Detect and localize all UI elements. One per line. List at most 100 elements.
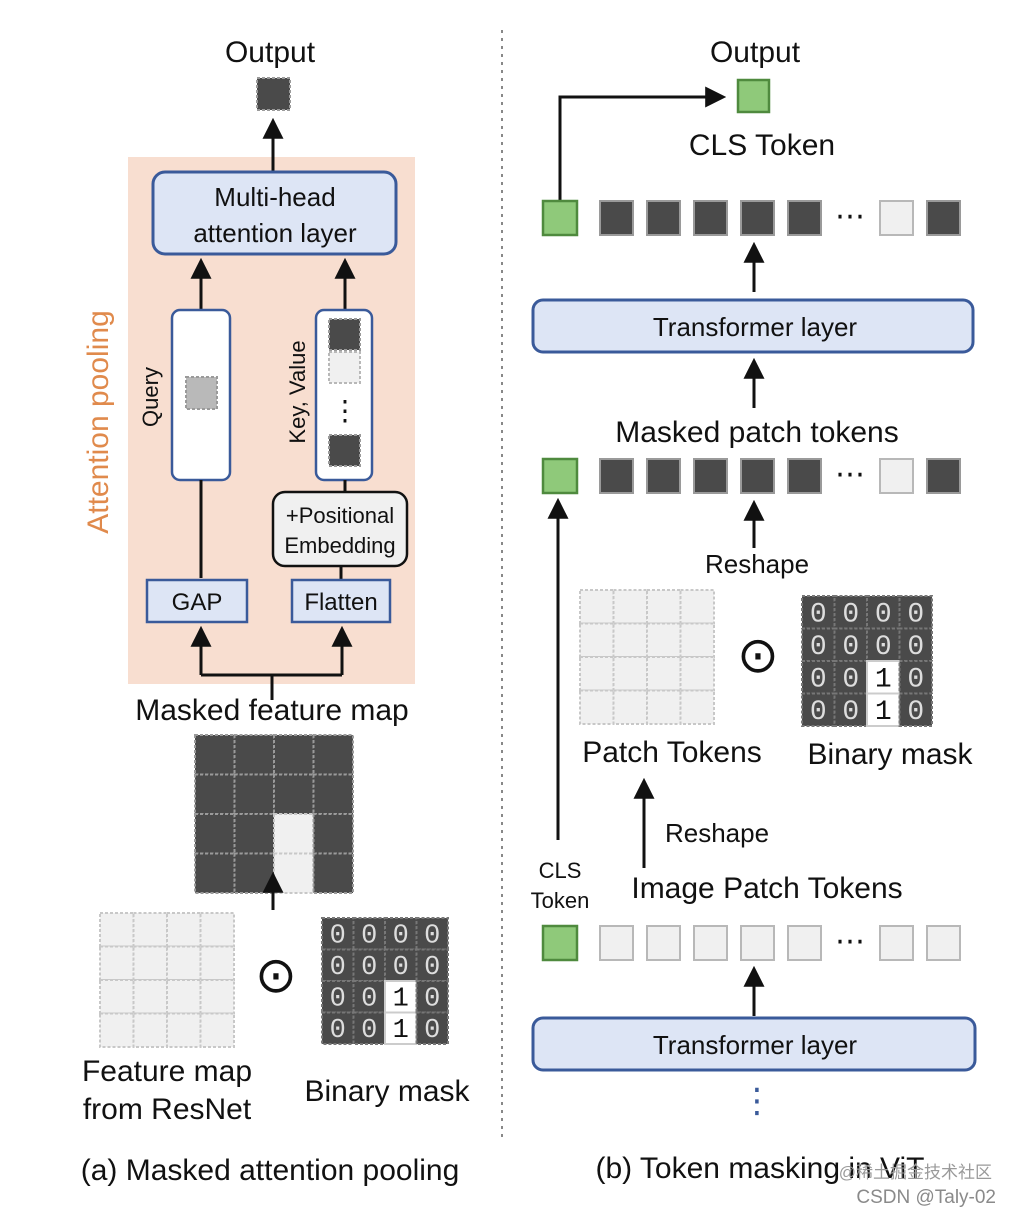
image-row-cls-token xyxy=(541,924,579,962)
grid-cell xyxy=(166,979,202,1015)
mask-value: 0 xyxy=(875,632,892,663)
kv-token-bottom xyxy=(328,434,361,467)
grid-cell xyxy=(199,1012,235,1048)
flatten-label: Flatten xyxy=(304,589,377,616)
masked-feature-map-label: Masked feature map xyxy=(135,694,408,727)
grid-cell xyxy=(99,912,135,948)
mask-value: 0 xyxy=(330,1016,346,1046)
grid-cell xyxy=(273,852,315,894)
token xyxy=(740,458,775,494)
grid-cell xyxy=(166,945,202,981)
grid-cell xyxy=(233,773,275,815)
token xyxy=(693,200,728,236)
mask-cell xyxy=(321,1011,355,1045)
grid-cell xyxy=(194,734,236,776)
grid-cell xyxy=(194,813,236,855)
feature-map-line2: from ResNet xyxy=(83,1093,252,1126)
mask-cell xyxy=(833,692,868,727)
arrow-cls-to-output xyxy=(558,86,727,200)
grid-cell xyxy=(679,656,715,692)
attention-pooling-title: Attention pooling xyxy=(82,310,115,534)
mask-cell xyxy=(321,980,355,1014)
cls-token-line1: CLS xyxy=(539,858,582,883)
top-row-ellipsis: ⋯ xyxy=(835,200,865,233)
grid-cell xyxy=(194,852,236,894)
mask-value: 0 xyxy=(907,664,924,695)
transformer-layer-bottom xyxy=(531,1016,977,1072)
token xyxy=(787,200,822,236)
mask-value: 0 xyxy=(361,953,377,983)
grid-cell xyxy=(273,813,315,855)
left-panel: Attention pooling Output Multi-head atte… xyxy=(81,36,471,1187)
mask-value: 0 xyxy=(907,697,924,728)
transformer-top-label: Transformer layer xyxy=(653,312,858,342)
grid-cell xyxy=(679,589,715,625)
masked-row-cls-token xyxy=(541,457,579,495)
grid-cell xyxy=(679,622,715,658)
kv-dots: ⋮ xyxy=(331,395,359,426)
mha-layer-box xyxy=(151,170,398,256)
image-token-row xyxy=(599,925,961,961)
mask-cell xyxy=(801,660,836,695)
mask-cell xyxy=(866,692,901,727)
mask-value: 0 xyxy=(330,985,346,1015)
watermark-line2: CSDN @Taly-02 xyxy=(856,1187,996,1208)
token xyxy=(599,200,634,236)
grid-cell xyxy=(99,979,135,1015)
cls-output-label: CLS Token xyxy=(689,129,835,162)
grid-cell xyxy=(166,912,202,948)
mask-cell xyxy=(384,1011,418,1045)
mask-cell xyxy=(866,595,901,630)
grid-cell xyxy=(194,773,236,815)
mask-value: 0 xyxy=(810,632,827,663)
grid-cell xyxy=(312,734,354,776)
grid-cell xyxy=(233,813,275,855)
mask-value: 0 xyxy=(393,922,409,952)
mask-cell xyxy=(415,948,449,982)
grid-cell xyxy=(646,622,682,658)
feature-map-grid xyxy=(99,912,235,1048)
mask-cell xyxy=(384,948,418,982)
kv-label: Key, Value xyxy=(285,340,310,443)
bottom-vertical-dots: ⋮ xyxy=(740,1082,774,1120)
grid-cell xyxy=(579,656,615,692)
feature-map-line1: Feature map xyxy=(82,1055,252,1088)
token xyxy=(740,925,775,961)
right-binary-mask-label: Binary mask xyxy=(807,738,973,771)
grid-cell xyxy=(679,689,715,725)
kv-token-top xyxy=(328,318,361,351)
mask-cell xyxy=(352,980,386,1014)
right-output-label: Output xyxy=(710,36,801,69)
patch-tokens-grid xyxy=(579,589,715,725)
pos-emb-line2: Embedding xyxy=(284,533,395,558)
mask-value: 0 xyxy=(424,922,440,952)
mask-value: 0 xyxy=(424,1016,440,1046)
right-caption: (b) Token masking in ViT xyxy=(595,1152,924,1185)
grid-cell xyxy=(579,589,615,625)
token xyxy=(599,458,634,494)
grid-cell xyxy=(199,912,235,948)
watermark-line1: @稀土掘金技术社区 xyxy=(839,1163,992,1182)
mask-value: 0 xyxy=(424,985,440,1015)
mask-value: 0 xyxy=(842,632,859,663)
mask-value: 1 xyxy=(875,664,892,695)
grid-cell xyxy=(646,589,682,625)
transformer-bottom-label: Transformer layer xyxy=(653,1030,858,1060)
left-binary-mask-label: Binary mask xyxy=(304,1075,470,1108)
token xyxy=(787,925,822,961)
mask-cell xyxy=(801,692,836,727)
grid-cell xyxy=(199,945,235,981)
token xyxy=(740,200,775,236)
token xyxy=(879,925,914,961)
masked-feature-grid xyxy=(194,734,354,894)
gap-label: GAP xyxy=(172,589,223,616)
mask-value: 0 xyxy=(361,1016,377,1046)
grid-cell xyxy=(612,656,648,692)
kv-token-second xyxy=(328,351,361,384)
left-output-token xyxy=(256,77,291,111)
token xyxy=(646,200,681,236)
mask-value: 0 xyxy=(424,953,440,983)
top-token-row xyxy=(599,200,961,236)
